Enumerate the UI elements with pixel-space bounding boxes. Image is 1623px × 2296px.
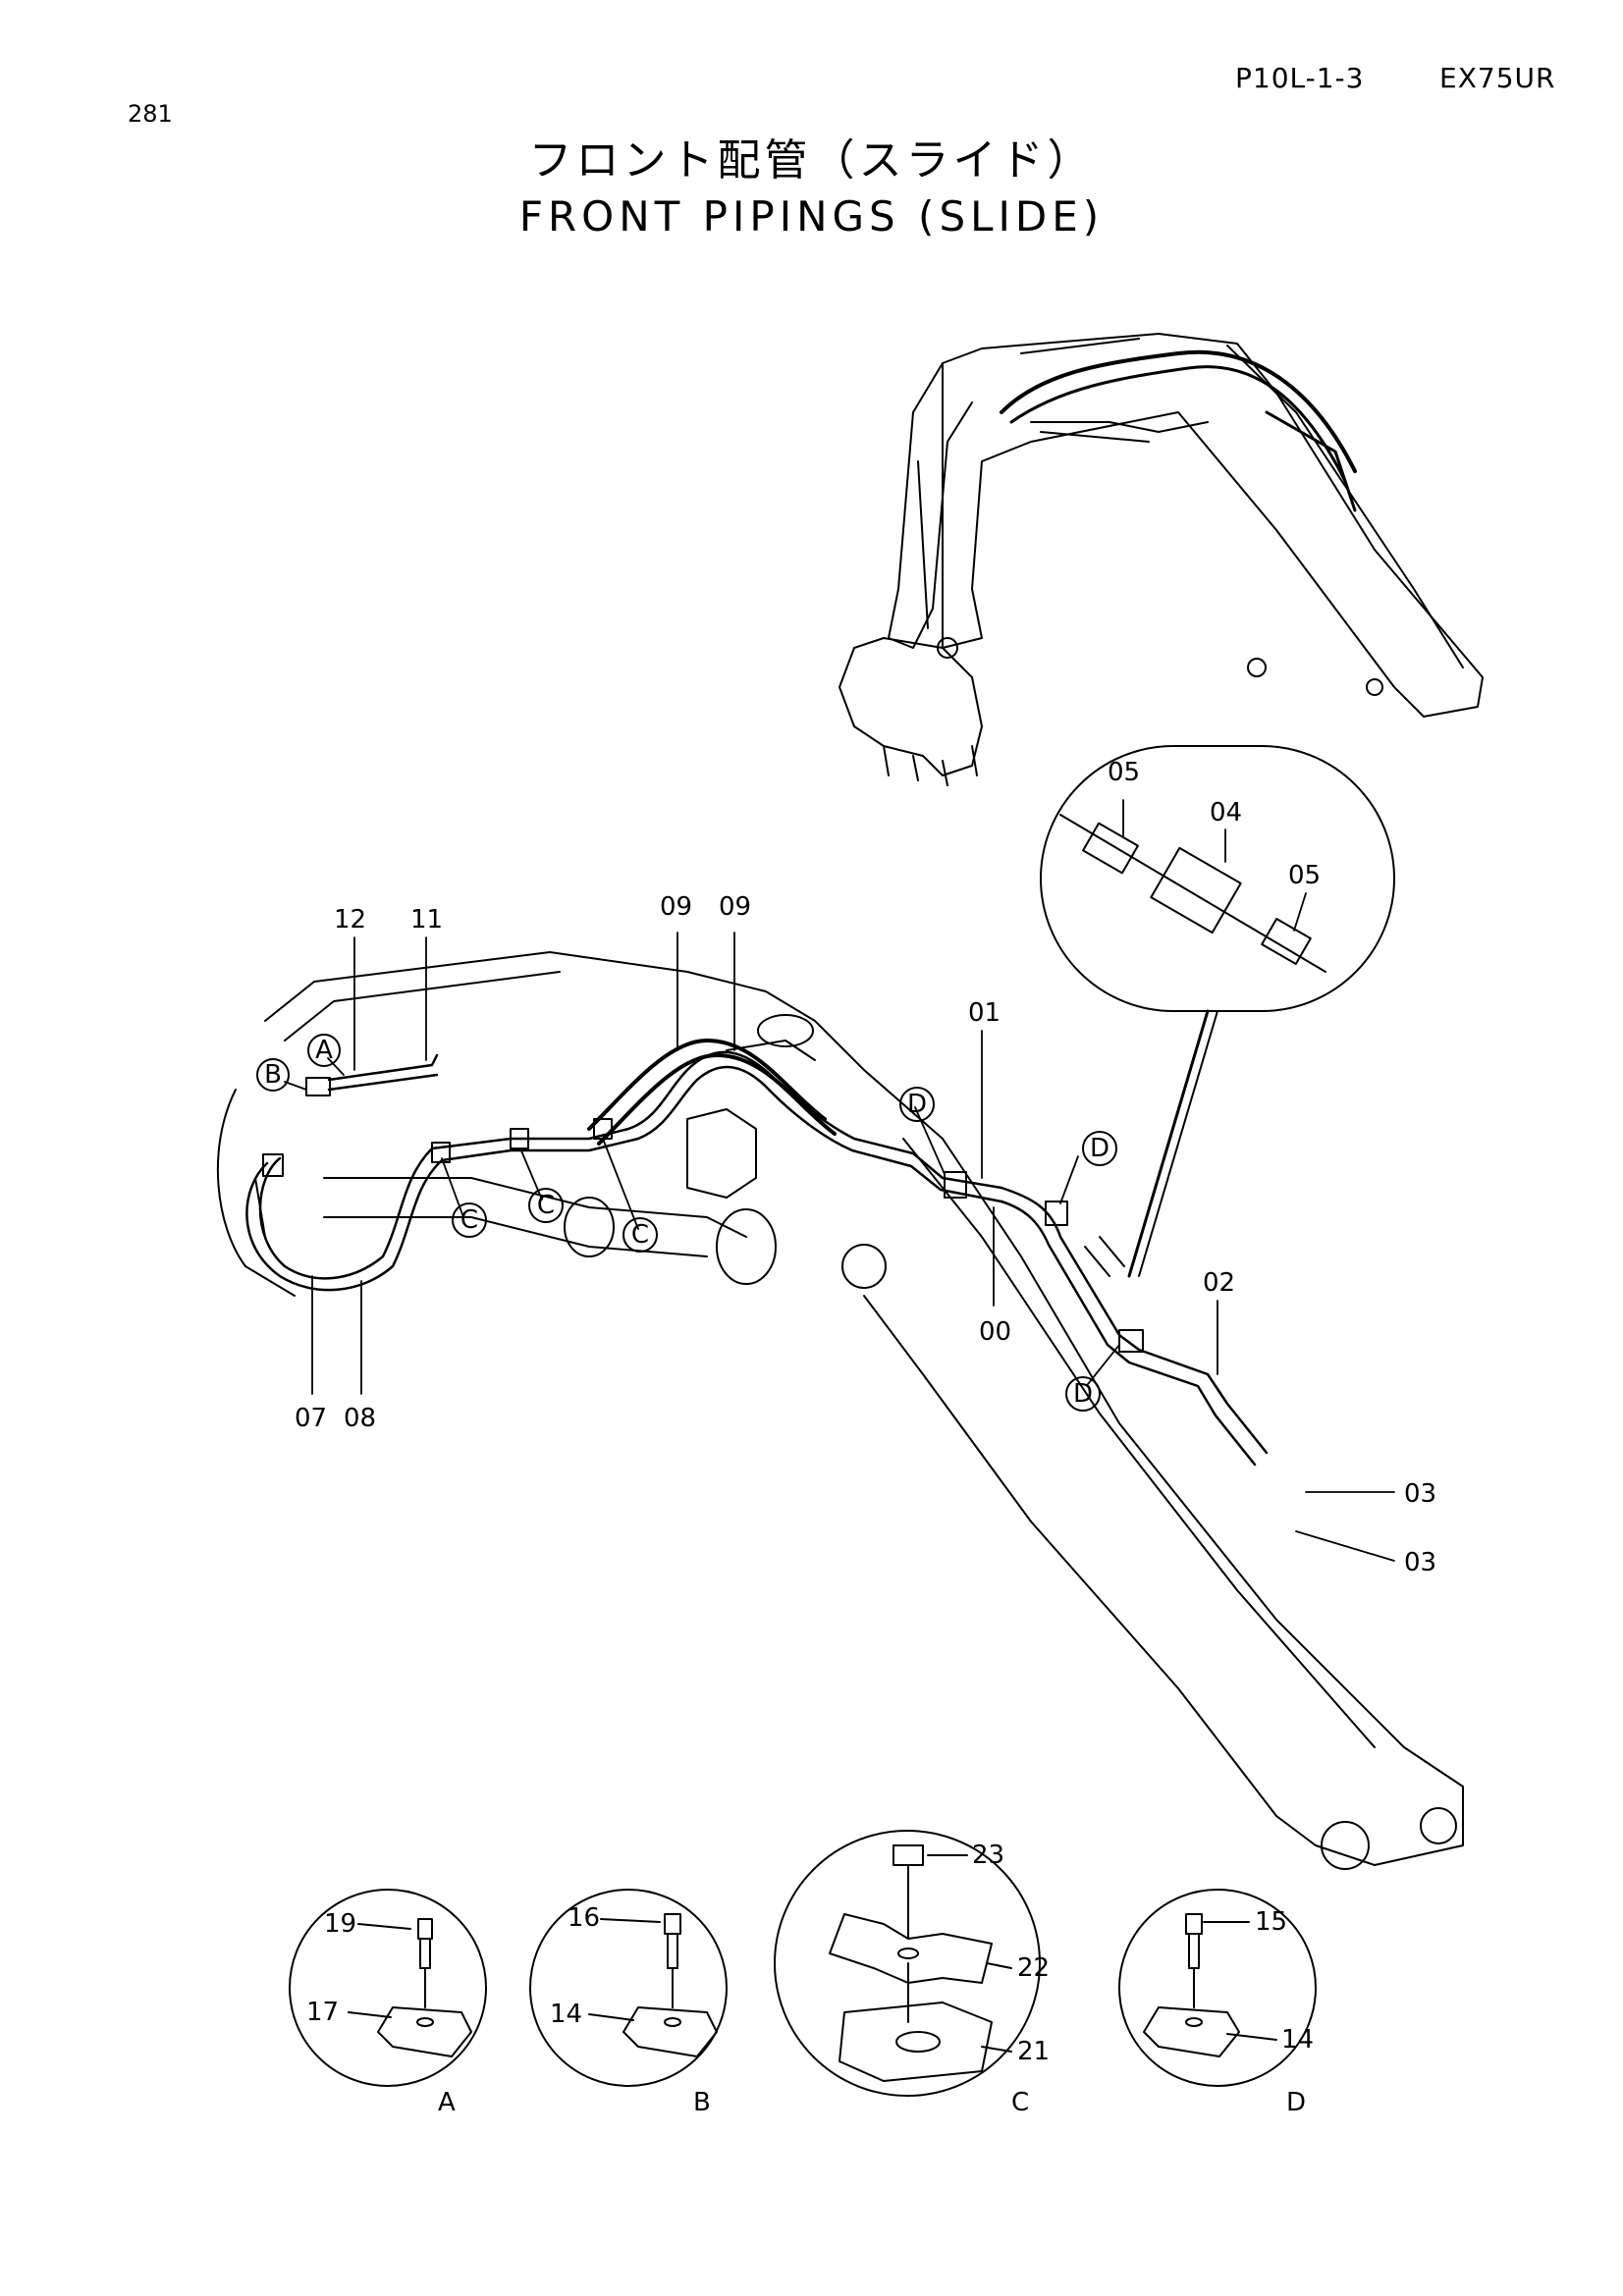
label-part-05-b: 05 xyxy=(1288,861,1321,890)
label-part-07: 07 xyxy=(295,1404,327,1433)
label-part-21: 21 xyxy=(1017,2037,1050,2066)
callout-c-3: C xyxy=(631,1220,649,1250)
detail-label-d: D xyxy=(1286,2088,1306,2117)
label-part-15: 15 xyxy=(1255,1907,1287,1937)
label-part-00: 00 xyxy=(979,1317,1011,1347)
overview-excavator-drawing xyxy=(839,333,1484,786)
detail-view-c xyxy=(774,1830,1041,2097)
detail-label-c: C xyxy=(1011,2088,1029,2117)
callout-d-3: D xyxy=(1073,1379,1093,1409)
label-part-23: 23 xyxy=(972,1841,1004,1870)
leader-lines xyxy=(311,799,1395,1562)
detail-view-b xyxy=(529,1889,728,2087)
title-japanese: フロント配管（スライド） xyxy=(528,135,1095,186)
label-part-02: 02 xyxy=(1203,1268,1235,1298)
label-part-22: 22 xyxy=(1017,1953,1050,1983)
callout-b: B xyxy=(264,1060,282,1090)
title-english: FRONT PIPINGS (SLIDE) xyxy=(518,192,1105,240)
page-number: 281 xyxy=(128,100,173,128)
label-part-03-b: 03 xyxy=(1404,1548,1436,1577)
pipe-clamps xyxy=(262,1077,1144,1353)
callout-a: A xyxy=(315,1036,333,1065)
pipe-run xyxy=(245,1039,1269,1467)
label-part-16: 16 xyxy=(568,1903,600,1933)
callout-d-2: D xyxy=(1090,1134,1109,1163)
callout-c-1: C xyxy=(460,1205,478,1235)
coupling-detail-view xyxy=(1040,745,1395,1278)
label-part-05-a: 05 xyxy=(1108,758,1140,787)
callout-c-2: C xyxy=(537,1191,555,1220)
detail-label-b: B xyxy=(693,2088,711,2117)
main-boom-drawing xyxy=(216,951,1464,1870)
label-part-03-a: 03 xyxy=(1404,1479,1436,1509)
label-part-09-a: 09 xyxy=(660,892,692,922)
label-part-01: 01 xyxy=(968,998,1001,1028)
detail-label-a: A xyxy=(438,2088,456,2117)
label-part-14-a: 14 xyxy=(550,2000,582,2029)
label-part-08: 08 xyxy=(344,1404,376,1433)
model-name: EX75UR xyxy=(1439,62,1556,94)
label-part-17: 17 xyxy=(306,1998,339,2027)
label-part-19: 19 xyxy=(324,1909,356,1939)
callout-d-1: D xyxy=(907,1090,927,1119)
detail-view-a xyxy=(289,1889,487,2087)
label-part-11: 11 xyxy=(410,905,443,934)
label-part-12: 12 xyxy=(334,905,366,934)
label-part-09-b: 09 xyxy=(719,892,751,922)
detail-view-d xyxy=(1118,1889,1317,2087)
callout-circles xyxy=(256,1034,1117,1412)
label-part-04: 04 xyxy=(1210,798,1242,828)
document-code: P10L-1-3 xyxy=(1235,62,1365,94)
label-part-14-b: 14 xyxy=(1281,2025,1314,2055)
